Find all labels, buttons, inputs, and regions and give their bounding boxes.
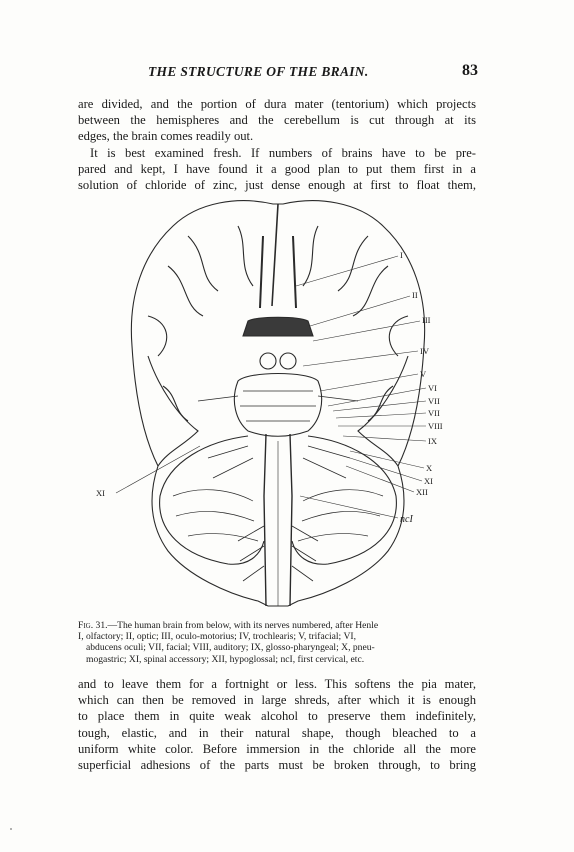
caption-line: Fig. 31.—The human brain from below, wit…	[78, 620, 379, 631]
figure-caption: Fig. 31.—The human brain from below, wit…	[78, 620, 478, 665]
left-cerebellum	[159, 435, 265, 565]
paragraph-bottom: and to leave them for a fortnight or les…	[78, 676, 476, 773]
label-III: III	[422, 315, 431, 325]
running-title: THE STRUCTURE OF THE BRAIN.	[148, 64, 369, 79]
text-line: to place them in quite weak alcohol to p…	[78, 709, 476, 724]
olfactory-tract-right	[292, 235, 297, 309]
label-V: V	[420, 369, 427, 379]
brain-outline	[130, 200, 426, 607]
text-line: and to leave them for a fortnight or les…	[78, 677, 476, 691]
left-temporal-lobe	[147, 355, 199, 467]
label-ncI: ncI	[400, 514, 413, 525]
label-VII-b: VII	[428, 408, 440, 418]
mammillary-body	[259, 352, 277, 370]
label-I: I	[400, 250, 403, 260]
brain-figure: I II III IV V VI VII VII VIII IX X XI XI…	[88, 196, 468, 616]
label-XI: XI	[424, 476, 433, 486]
olfactory-tract-left	[259, 235, 264, 309]
optic-chiasm	[242, 316, 314, 337]
scan-speck	[10, 828, 12, 830]
text-line: solution of chloride of zinc, just dense…	[78, 178, 476, 193]
paragraph-top: are divided, and the portion of dura mat…	[78, 96, 476, 193]
text-line: tough, elastic, and in their natural sha…	[78, 725, 476, 740]
figure-number: Fig. 31.	[78, 620, 108, 631]
label-VII: VII	[428, 396, 440, 406]
label-VIII: VIII	[428, 421, 443, 431]
caption-line: abducens oculi; VII, facial; VIII, audit…	[86, 642, 375, 654]
page-header: THE STRUCTURE OF THE BRAIN. 83	[78, 62, 478, 84]
label-XI-left: XI	[96, 488, 105, 498]
right-temporal-lobe	[357, 355, 409, 467]
pons	[233, 372, 323, 437]
right-cerebellum	[291, 435, 397, 565]
longitudinal-fissure	[271, 203, 279, 307]
text-line: superficial adhesions of the parts must …	[78, 758, 476, 773]
label-IV: IV	[420, 346, 430, 356]
text-line: are divided, and the portion of dura mat…	[78, 97, 476, 111]
caption-line: mogastric; XI, spinal accessory; XII, hy…	[86, 653, 365, 665]
text-line: pared and kept, I have found it a good p…	[78, 161, 476, 176]
text-line: edges, the brain comes readily out.	[78, 129, 254, 144]
medulla-spinal-cord	[263, 433, 293, 607]
label-VI: VI	[428, 383, 437, 393]
text-line: which can then be removed in large shred…	[78, 693, 476, 708]
page-number: 83	[462, 62, 478, 79]
mammillary-body	[279, 352, 297, 370]
brain-illustration: I II III IV V VI VII VII VIII IX X XI XI…	[96, 200, 443, 607]
caption-line: I, olfactory; II, optic; III, oculo-moto…	[78, 631, 356, 643]
label-IX: IX	[428, 436, 437, 446]
label-X: X	[426, 463, 432, 473]
label-II: II	[412, 290, 418, 300]
text-line: between the hemispheres and the cerebell…	[78, 113, 476, 128]
text-line: It is best examined fresh. If numbers of…	[90, 145, 476, 160]
text-line: uniform white color. Before immersion in…	[78, 741, 476, 756]
label-XII: XII	[416, 487, 428, 497]
